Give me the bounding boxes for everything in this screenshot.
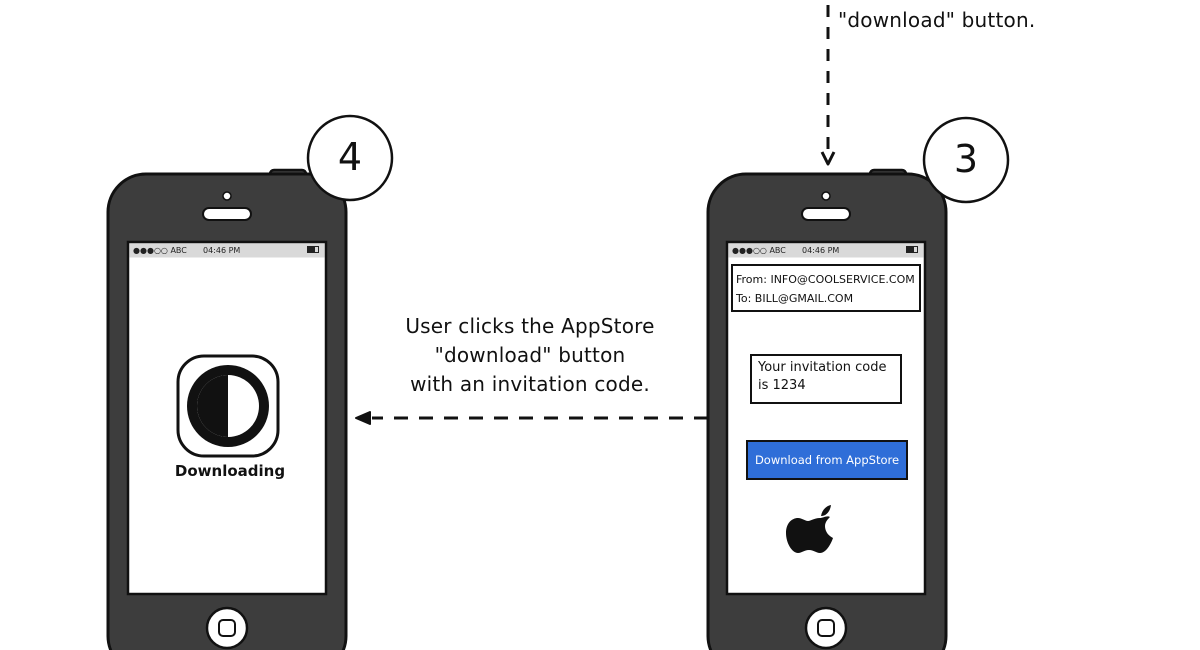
email-from: From: INFO@COOLSERVICE.COM: [736, 273, 915, 286]
carrier-signal: ●●●○○ ABC: [732, 245, 786, 255]
battery-icon: [906, 246, 918, 253]
email-header: From: INFO@COOLSERVICE.COM To: BILL@GMAI…: [731, 264, 921, 312]
step-3-circle: [922, 116, 1010, 204]
arrow-caption-line2: "download" button: [434, 343, 626, 367]
arrow-caption-line1: User clicks the AppStore: [405, 314, 655, 338]
downloading-label: Downloading: [174, 462, 286, 480]
arrow-step3-to-step4: [355, 411, 708, 425]
status-time: 04:46 PM: [802, 245, 840, 255]
step-3-number: 3: [953, 137, 979, 181]
carrier-signal: ●●●○○ ABC: [133, 245, 187, 255]
status-bar: ●●●○○ ABC 04:46 PM: [728, 243, 924, 257]
apple-logo-icon: [786, 505, 833, 553]
email-to: To: BILL@GMAIL.COM: [736, 292, 854, 305]
status-bar: ●●●○○ ABC 04:46 PM: [129, 243, 325, 257]
step-4-number: 4: [337, 135, 363, 179]
invitation-code-box: Your invitation code is 1234: [750, 354, 902, 404]
half-moon-app-icon: [176, 354, 280, 458]
arrow-top-to-step3: [820, 5, 836, 166]
battery-icon: [307, 246, 319, 253]
arrow-caption-line3: with an invitation code.: [410, 372, 650, 396]
arrow-caption: User clicks the AppStore "download" butt…: [370, 312, 690, 399]
phone-step3: [706, 168, 948, 650]
top-caption-line1: "download" button.: [838, 8, 1036, 32]
top-caption: "download" button.: [838, 6, 1058, 35]
step-4-circle: [306, 114, 394, 202]
download-from-appstore-button[interactable]: Download from AppStore: [746, 440, 908, 480]
status-time: 04:46 PM: [203, 245, 241, 255]
